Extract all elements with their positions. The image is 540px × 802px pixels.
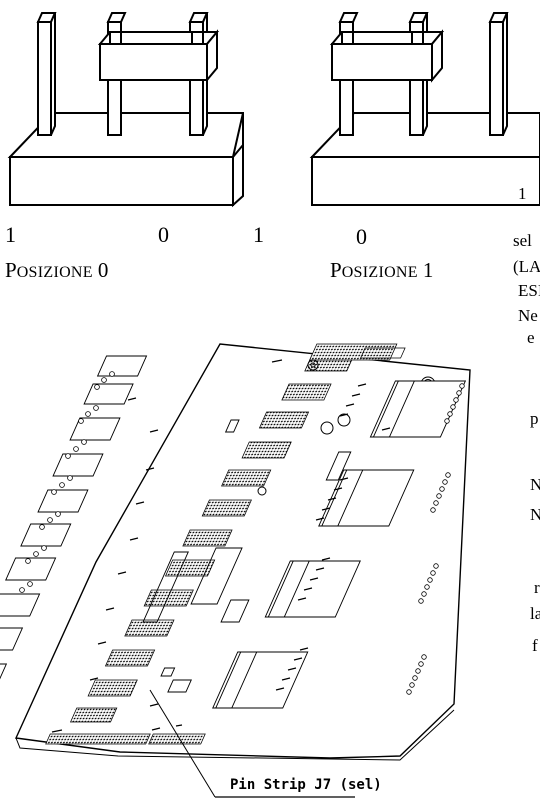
caption-initial: P — [330, 258, 342, 282]
pin-strip-j7-label: Pin Strip J7 (sel) — [230, 777, 382, 793]
side-text-7: p — [530, 409, 539, 428]
jumper-cap-front — [99, 43, 208, 81]
mount-hole — [307, 359, 319, 371]
pin-label-1: 1 — [5, 222, 16, 247]
pin-3 — [489, 21, 504, 136]
side-text-10: r — [534, 578, 540, 597]
side-text-4: ESI — [518, 281, 540, 300]
pin-label-0: 0 — [158, 222, 169, 247]
jumper-diagram-position-1 — [309, 12, 540, 206]
pin-1 — [37, 21, 52, 136]
side-text-11: la — [530, 604, 540, 623]
base-front-face — [9, 156, 234, 206]
right-terminal-blocks — [212, 380, 467, 709]
db-connectors — [69, 354, 355, 723]
side-text-8: N — [530, 475, 540, 494]
pin-label-1b: 1 — [253, 222, 264, 247]
jumper-cap-front — [331, 43, 433, 81]
side-text-2: sel — [513, 231, 532, 250]
base-front-face — [311, 156, 540, 206]
bottom-connector-left — [45, 733, 151, 745]
bottom-connector-right — [148, 733, 206, 745]
base-side-face — [232, 142, 244, 208]
jumper-diagram-position-0 — [7, 12, 244, 208]
circuit-board-drawing — [0, 343, 471, 798]
side-text-1: 1 — [518, 184, 527, 203]
board-markings — [51, 359, 391, 733]
caption-rest: OSIZIONE — [341, 264, 418, 281]
side-text-3: (LA — [513, 257, 540, 276]
side-text-6: e — [527, 328, 535, 347]
side-text-12: f — [532, 636, 538, 655]
caption-number: 1 — [422, 258, 434, 282]
side-text-9: N — [530, 505, 540, 524]
caption-posizione-1: POSIZIONE 1 — [330, 260, 433, 281]
callout-leader — [149, 689, 216, 798]
caption-rest: OSIZIONE — [16, 264, 93, 281]
pin-label-0: 0 — [356, 224, 367, 249]
caption-number: 0 — [97, 258, 109, 282]
caption-posizione-0: POSIZIONE 0 — [5, 260, 108, 281]
side-text-5: Ne — [518, 306, 538, 325]
caption-initial: P — [5, 258, 17, 282]
